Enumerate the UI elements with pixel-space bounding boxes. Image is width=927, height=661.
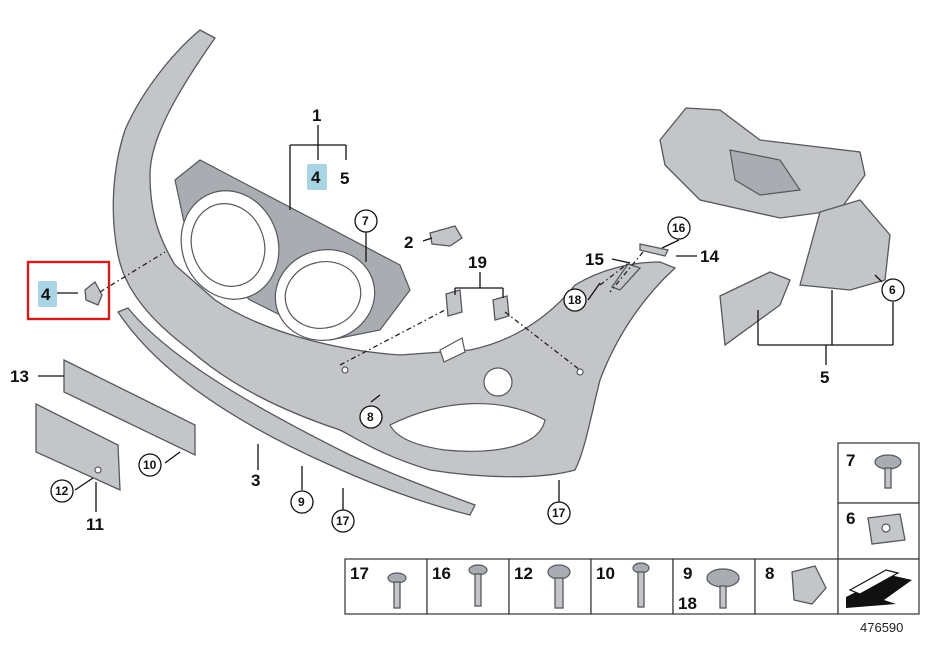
selected-part-frame[interactable] bbox=[26, 260, 111, 321]
label-13[interactable]: 13 bbox=[10, 367, 29, 386]
lower-spoiler bbox=[117, 307, 476, 516]
highlight-side-4 bbox=[38, 281, 57, 307]
label-1: 1 bbox=[312, 106, 321, 125]
arrow-icon bbox=[846, 569, 912, 608]
label-4-side[interactable]: 4 bbox=[41, 285, 51, 304]
screw-12-icon bbox=[547, 564, 571, 609]
fastener-label-16[interactable]: 16 bbox=[432, 564, 451, 583]
fastener-label-8[interactable]: 8 bbox=[765, 564, 774, 583]
label-14[interactable]: 14 bbox=[700, 247, 719, 266]
label-18-circle[interactable]: 18 bbox=[568, 293, 582, 307]
screw-10-icon bbox=[632, 562, 650, 608]
screw-7-icon bbox=[874, 454, 902, 489]
label-9-circle[interactable]: 9 bbox=[298, 495, 305, 509]
label-17-circle-a[interactable]: 17 bbox=[336, 514, 350, 528]
assembly-lines bbox=[99, 251, 644, 371]
fastener-label-18[interactable]: 18 bbox=[678, 594, 697, 613]
label-5-right[interactable]: 5 bbox=[820, 368, 829, 387]
label-2[interactable]: 2 bbox=[404, 233, 413, 252]
label-7-circle[interactable]: 7 bbox=[362, 214, 369, 228]
clip-8-icon bbox=[791, 565, 827, 605]
label-17-circle-b[interactable]: 17 bbox=[552, 506, 566, 520]
fastener-label-17[interactable]: 17 bbox=[350, 564, 369, 583]
label-10-circle[interactable]: 10 bbox=[143, 458, 157, 472]
fastener-label-6[interactable]: 6 bbox=[846, 509, 855, 528]
highlight-main-4 bbox=[307, 164, 327, 190]
bumper-cover bbox=[112, 29, 677, 478]
license-plate-bases bbox=[35, 358, 196, 492]
nut-clip-6-icon bbox=[867, 513, 906, 545]
screw-17-icon bbox=[387, 572, 407, 609]
diagram-number: 476590 bbox=[860, 620, 903, 635]
circled-labels: 7 16 18 6 8 10 12 9 17 17 bbox=[50, 209, 905, 533]
screw-16-icon bbox=[468, 564, 488, 607]
right-brackets bbox=[659, 107, 891, 347]
label-12-circle[interactable]: 12 bbox=[55, 484, 69, 498]
label-4-main[interactable]: 4 bbox=[311, 168, 321, 187]
fastener-grid-bottom: 17 16 12 10 9 18 8 bbox=[344, 558, 920, 615]
label-6-circle[interactable]: 6 bbox=[889, 283, 896, 297]
label-8-circle[interactable]: 8 bbox=[367, 410, 374, 424]
fastener-label-7[interactable]: 7 bbox=[846, 451, 855, 470]
label-11[interactable]: 11 bbox=[86, 515, 104, 534]
label-16-circle[interactable]: 16 bbox=[672, 221, 686, 235]
fastener-grid-right: 7 6 bbox=[837, 442, 920, 560]
leader-lines bbox=[38, 125, 894, 512]
label-19[interactable]: 19 bbox=[468, 253, 487, 272]
fastener-label-12[interactable]: 12 bbox=[514, 564, 533, 583]
fastener-label-9[interactable]: 9 bbox=[683, 564, 692, 583]
screw-9-icon bbox=[706, 568, 740, 609]
small-parts bbox=[84, 225, 669, 321]
label-3[interactable]: 3 bbox=[251, 471, 260, 490]
label-15[interactable]: 15 bbox=[585, 250, 604, 269]
label-5-main[interactable]: 5 bbox=[340, 169, 349, 188]
fastener-label-10[interactable]: 10 bbox=[596, 564, 615, 583]
